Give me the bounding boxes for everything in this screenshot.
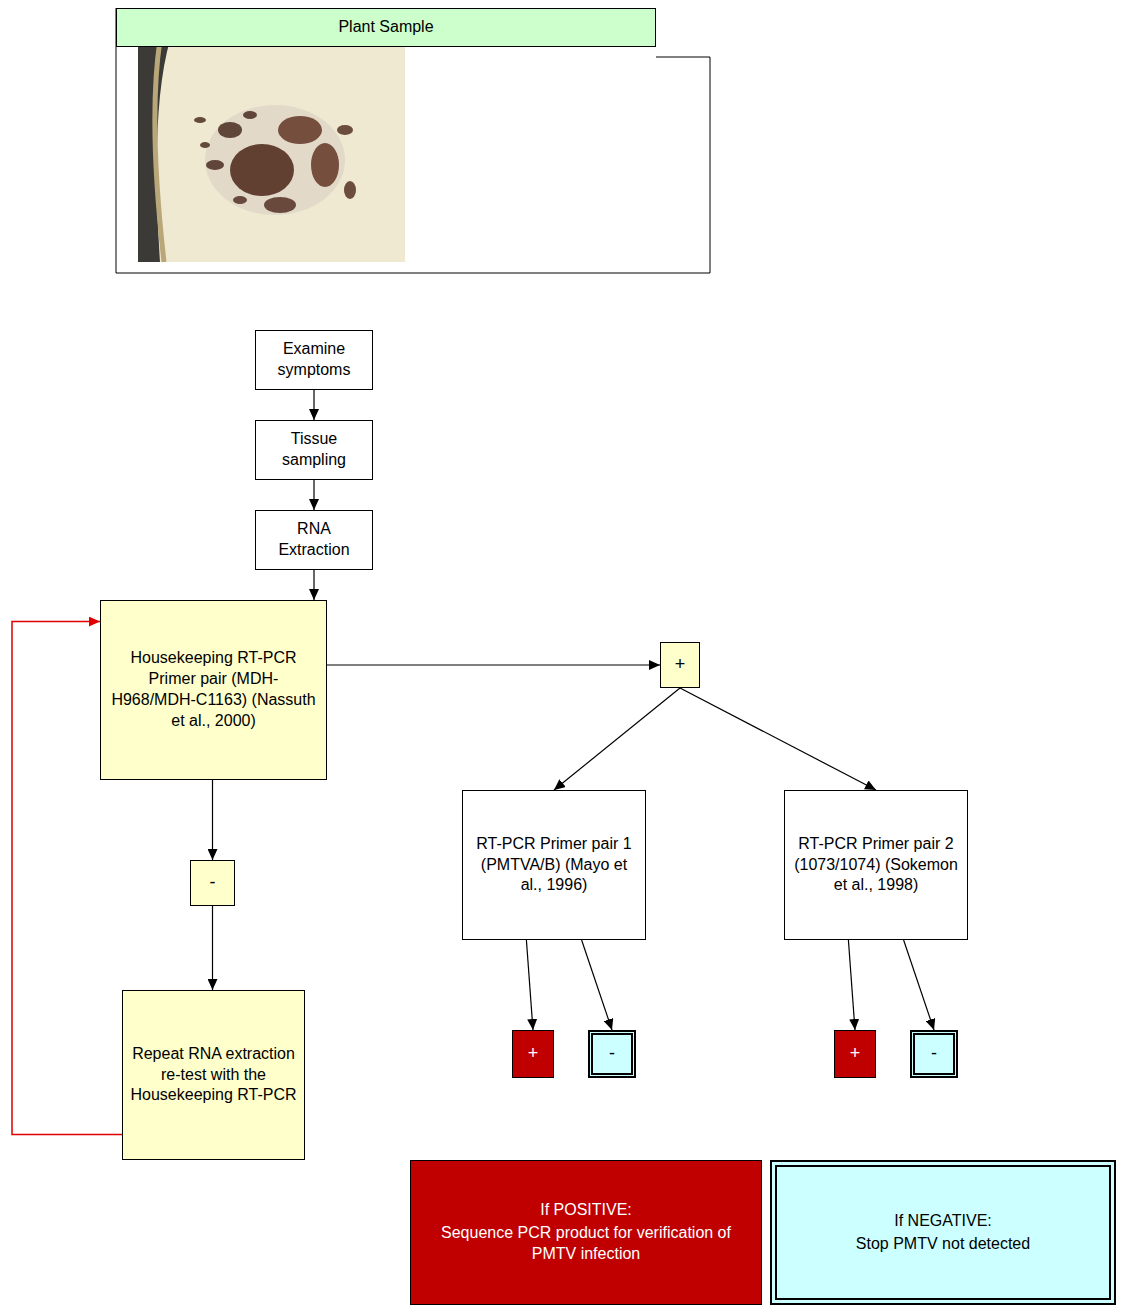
box-text: RNA Extraction: [262, 519, 366, 561]
flow-arrow: [554, 688, 680, 790]
lesion: [264, 197, 296, 213]
box-text: -: [609, 1042, 615, 1065]
negative-box: -: [910, 1030, 958, 1078]
process-box: RT-PCR Primer pair 2 (1073/1074) (Sokemo…: [784, 790, 968, 940]
box-text: Plant Sample: [338, 17, 433, 38]
potato-photo: [138, 40, 405, 262]
negative-outcome-box: If NEGATIVE:Stop PMTV not detected: [770, 1160, 1116, 1305]
process-box: Examine symptoms: [255, 330, 373, 390]
lesion-halo: [205, 105, 345, 215]
flow-arrow: [313, 570, 314, 600]
header-band: Plant Sample: [116, 8, 656, 47]
positive-box: +: [834, 1030, 876, 1078]
flow-arrow: [212, 906, 213, 990]
control-box: Housekeeping RT-PCR Primer pair (MDH-H96…: [100, 600, 327, 780]
lesion: [230, 144, 294, 196]
flow-arrow: [848, 940, 855, 1030]
repeat-box: Repeat RNA extraction re-test with the H…: [122, 990, 305, 1160]
process-box: RT-PCR Primer pair 1 (PMTVA/B) (Mayo et …: [462, 790, 646, 940]
box-text: Examine symptoms: [262, 339, 366, 381]
lesion: [233, 196, 247, 204]
process-box: RNA Extraction: [255, 510, 373, 570]
positive-box: +: [512, 1030, 554, 1078]
box-text: -: [210, 871, 216, 894]
flow-arrow: [680, 688, 876, 790]
positive-outcome-box: If POSITIVE:Sequence PCR product for ver…: [410, 1160, 762, 1305]
box-heading: If NEGATIVE:: [894, 1211, 992, 1232]
result-box: +: [660, 642, 700, 688]
box-text: Tissue sampling: [262, 429, 366, 471]
box-text: RT-PCR Primer pair 1 (PMTVA/B) (Mayo et …: [469, 834, 639, 896]
potato-skin: [155, 40, 164, 262]
flow-arrow: [212, 780, 213, 860]
lesion: [218, 122, 242, 138]
box-text: +: [528, 1042, 539, 1065]
box-text: +: [850, 1042, 861, 1065]
sample-frame: [116, 8, 710, 273]
box-text: Stop PMTV not detected: [856, 1234, 1030, 1255]
lesion: [206, 160, 224, 170]
flow-arrow: [313, 390, 314, 420]
box-heading: If POSITIVE:: [540, 1200, 632, 1221]
photo-edge: [138, 40, 170, 262]
lesion: [344, 181, 356, 199]
flow-arrow: [313, 480, 314, 510]
result-box: -: [190, 860, 235, 906]
box-text: +: [675, 653, 686, 676]
lesion: [194, 117, 206, 123]
negative-box: -: [588, 1030, 636, 1078]
process-box: Tissue sampling: [255, 420, 373, 480]
lesion: [243, 111, 257, 119]
flow-arrow: [327, 664, 660, 665]
lesion: [337, 125, 353, 135]
flow-arrow: [904, 940, 934, 1030]
flow-arrow: [582, 940, 612, 1030]
lesion: [278, 116, 322, 144]
box-text: Sequence PCR product for verification of…: [417, 1223, 755, 1265]
flow-arrow: [526, 940, 533, 1030]
box-text: -: [931, 1042, 937, 1065]
lesion: [200, 142, 210, 148]
box-text: RT-PCR Primer pair 2 (1073/1074) (Sokemo…: [791, 834, 961, 896]
box-text: Housekeeping RT-PCR Primer pair (MDH-H96…: [107, 648, 320, 731]
photo-ground: [138, 40, 405, 262]
box-text: Repeat RNA extraction re-test with the H…: [129, 1044, 298, 1106]
lesion: [311, 143, 339, 187]
